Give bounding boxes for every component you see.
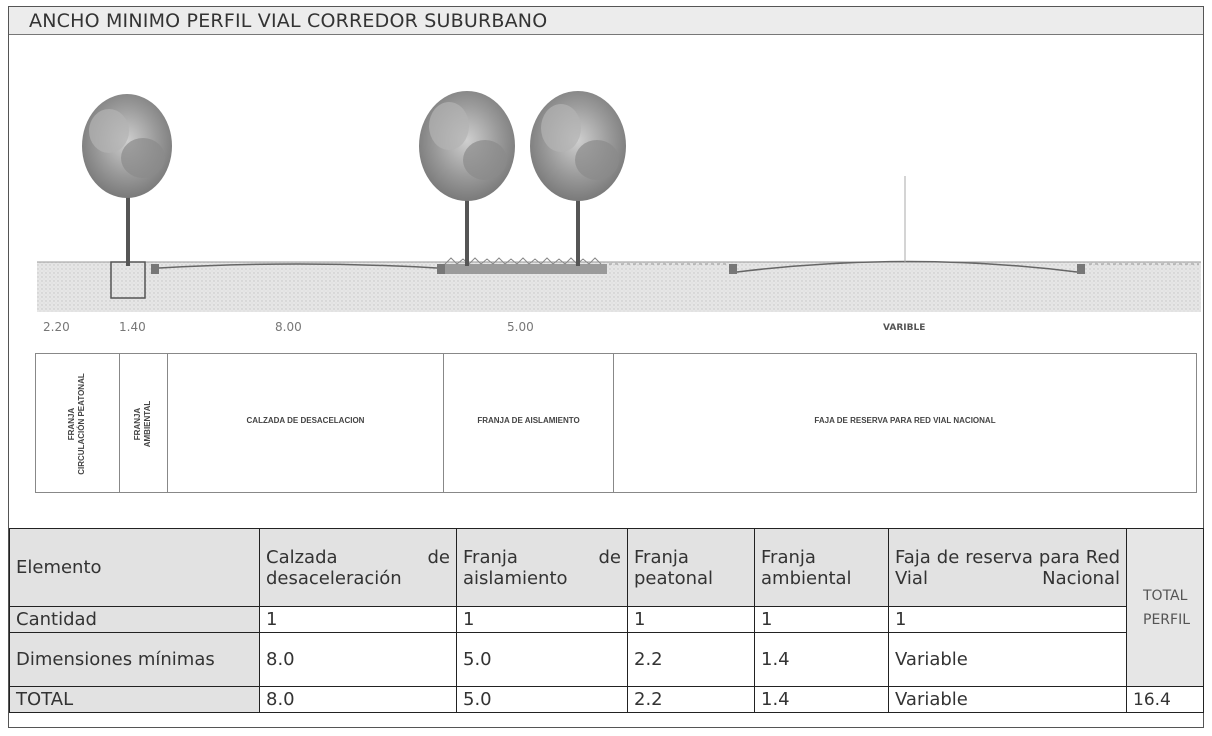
table-cell: 2.2: [627, 686, 755, 713]
curb: [729, 264, 737, 274]
road-surface-reserva: [736, 260, 1078, 273]
table-cell: 5.0: [456, 686, 628, 713]
ground-band: [37, 262, 1201, 312]
table-cell: Variable: [888, 686, 1127, 713]
table-cell: 1: [456, 606, 628, 633]
zone-reserva: FAJA DE RESERVA PARA RED VIAL NACIONAL: [614, 354, 1196, 492]
zone-aislamiento: FRANJA DE AISLAMIENTO: [444, 354, 614, 492]
zone-label-franja: FRANJA: [67, 407, 76, 441]
road-surface-calzada: [158, 263, 438, 269]
header-reserva: Faja de reserva para Red Vial Nacional: [888, 528, 1127, 607]
header-ambiental: Franja ambiental: [754, 528, 889, 607]
tree-left: [82, 94, 172, 299]
zone-label-ambiental: AMBIENTAL: [143, 400, 152, 448]
document-page: ANCHO MINIMO PERFIL VIAL CORREDOR SUBURB…: [8, 6, 1204, 728]
zone-label-aislamiento: FRANJA DE AISLAMIENTO: [477, 416, 580, 425]
profile-table: Elemento Calzada de desaceleración Franj…: [9, 528, 1204, 713]
table-cell: Variable: [888, 632, 1127, 687]
dim-calzada: 8.00: [275, 320, 302, 334]
dim-ambiental: 1.40: [119, 320, 146, 334]
table-cell: 1.4: [754, 632, 889, 687]
total-perfil-value: 16.4: [1126, 686, 1204, 713]
table-cell: 1: [888, 606, 1127, 633]
table-cell: 1: [627, 606, 755, 633]
median-strip: [445, 264, 607, 274]
header-elemento: Elemento: [9, 528, 260, 607]
table-row: TOTAL 8.0 5.0 2.2 1.4 Variable 16.4: [9, 686, 1204, 713]
curb: [437, 264, 445, 274]
zone-calzada: CALZADA DE DESACELACION: [168, 354, 444, 492]
zone-ambiental: FRANJA AMBIENTAL: [120, 354, 168, 492]
profile-table-wrap: Elemento Calzada de desaceleración Franj…: [9, 528, 1205, 713]
zone-label-circulacion: CIRCULACIÓN PEATONAL: [77, 373, 86, 475]
zone-circulacion-peatonal: FRANJA CIRCULACIÓN PEATONAL: [36, 354, 120, 492]
zone-labels-box: FRANJA CIRCULACIÓN PEATONAL FRANJA AMBIE…: [35, 353, 1197, 493]
row-label-dimensiones: Dimensiones mínimas: [9, 632, 260, 687]
dim-circulacion: 2.20: [43, 320, 70, 334]
table-cell: 1: [259, 606, 457, 633]
road-profile-drawing: [37, 91, 1201, 312]
row-label-cantidad: Cantidad: [9, 606, 260, 633]
dim-aislamiento: 5.00: [507, 320, 534, 334]
table-cell: 2.2: [627, 632, 755, 687]
table-cell: 5.0: [456, 632, 628, 687]
tree-median-2: [530, 91, 626, 266]
table-row: Cantidad 1 1 1 1 1: [9, 606, 1204, 633]
tree-median-1: [419, 91, 515, 266]
dim-reserva: VARIBLE: [883, 323, 926, 333]
table-cell: 8.0: [259, 686, 457, 713]
table-row: Dimensiones mínimas 8.0 5.0 2.2 1.4 Vari…: [9, 632, 1204, 687]
table-cell: 1: [754, 606, 889, 633]
title-bar: ANCHO MINIMO PERFIL VIAL CORREDOR SUBURB…: [9, 7, 1203, 35]
row-label-total: TOTAL: [9, 686, 260, 713]
header-calzada: Calzada de desaceleración: [259, 528, 457, 607]
curb: [1077, 264, 1085, 274]
table-header-row: Elemento Calzada de desaceleración Franj…: [9, 528, 1204, 687]
header-aislamiento: Franja de aislamiento: [456, 528, 628, 607]
header-peatonal: Franja peatonal: [627, 528, 755, 607]
zone-label-calzada: CALZADA DE DESACELACION: [246, 416, 365, 425]
zone-label-reserva: FAJA DE RESERVA PARA RED VIAL NACIONAL: [814, 416, 996, 425]
zone-label-franja: FRANJA: [133, 407, 142, 441]
header-total-perfil: TOTAL PERFIL: [1126, 528, 1204, 687]
page-title: ANCHO MINIMO PERFIL VIAL CORREDOR SUBURB…: [29, 10, 548, 32]
curb: [151, 264, 159, 274]
table-cell: 8.0: [259, 632, 457, 687]
table-cell: 1.4: [754, 686, 889, 713]
